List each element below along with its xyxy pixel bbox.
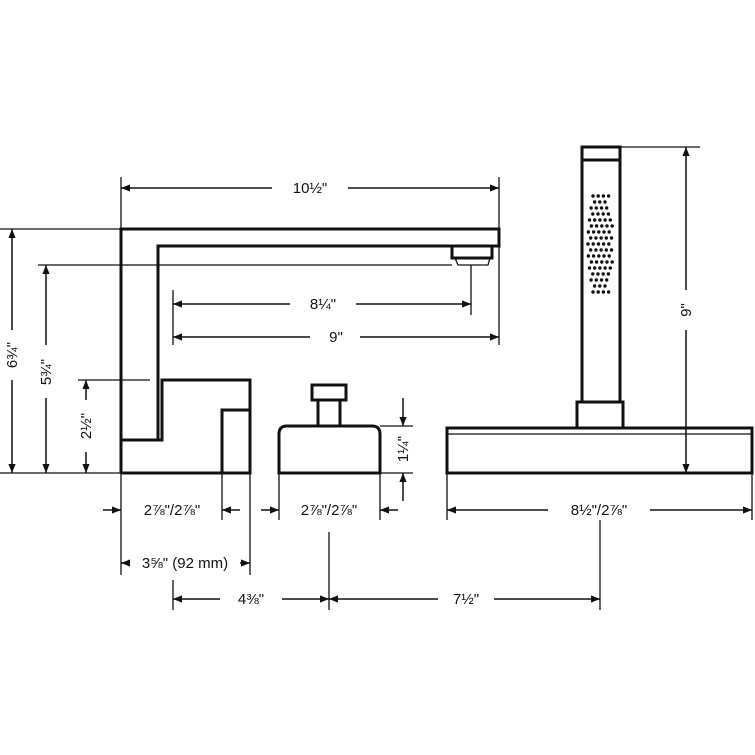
dim-label-base-height: 2½" [78, 413, 95, 439]
dim-base-height: 2½" [78, 380, 95, 473]
dim-total-height: 6¾" [4, 229, 21, 473]
dim-label-spout-base-width: 2⅞"/2⅞" [144, 502, 201, 519]
dim-valve-base-width: 2⅞"/2⅞" [261, 502, 398, 519]
dim-handshower-height: 9" [678, 147, 695, 473]
dim-valve-spacing: 4⅜" [173, 591, 329, 608]
dim-label-handshower-base-width: 8½"/2⅞" [571, 502, 628, 519]
dim-label-valve-spacing: 4⅜" [238, 591, 264, 608]
dim-label-handshower-height: 9" [678, 303, 695, 317]
dim-spout-reach: 8¼" [173, 296, 471, 313]
dim-spout-length: 10½" [121, 180, 499, 197]
dim-label-spout-depth: 9" [329, 329, 343, 346]
dim-spout-base-width: 2⅞"/2⅞" [103, 502, 240, 519]
spray-face-icon [586, 194, 614, 294]
dim-handshower-spacing: 7½" [329, 591, 600, 608]
dim-label-handshower-spacing: 7½" [453, 591, 479, 608]
dim-label-spout-reach: 8¼" [310, 296, 336, 313]
diverter-valve [277, 383, 382, 475]
dim-label-valve-height: 1¼" [395, 436, 412, 462]
dim-label-spout-hole-spacing: 3⅝" (92 mm) [142, 555, 228, 572]
extension-lines [0, 146, 753, 610]
dim-label-spout-length: 10½" [293, 180, 328, 197]
handshower [445, 145, 754, 475]
dim-outlet-height: 5¾" [38, 265, 55, 473]
dim-label-valve-base-width: 2⅞"/2⅞" [301, 502, 358, 519]
dim-label-total-height: 6¾" [4, 342, 21, 368]
dim-spout-depth: 9" [173, 329, 499, 346]
dim-label-outlet-height: 5¾" [38, 359, 55, 385]
dim-valve-height: 1¼" [395, 398, 412, 501]
dim-handshower-base-width: 8½"/2⅞" [447, 502, 752, 519]
dim-spout-hole-spacing: 3⅝" (92 mm) [121, 555, 250, 572]
